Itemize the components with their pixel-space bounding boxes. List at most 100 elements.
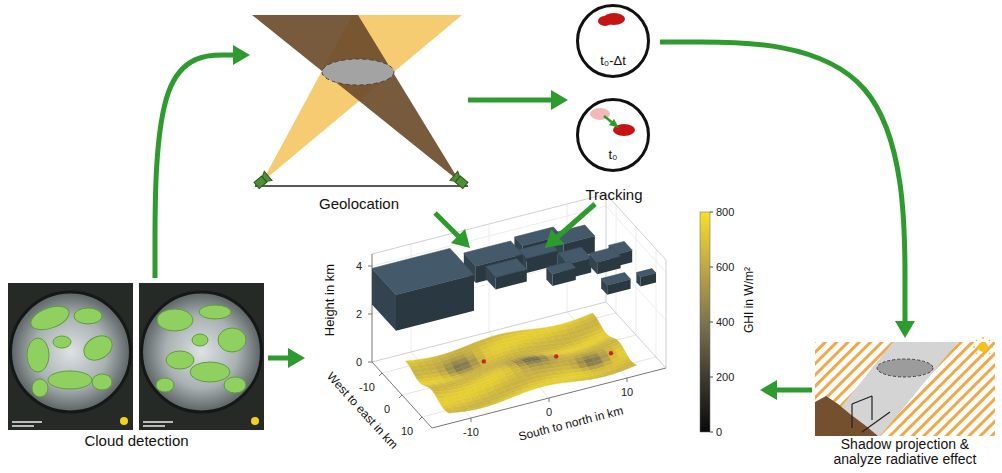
illustration-part bbox=[851, 404, 852, 428]
node-text: Cloud detection bbox=[84, 433, 188, 450]
cloud-face bbox=[486, 258, 527, 277]
axis-title: South to north in km bbox=[517, 404, 624, 443]
surface-cell bbox=[611, 370, 621, 374]
illustration-part bbox=[142, 292, 262, 412]
illustration-part bbox=[251, 417, 259, 425]
axis-tick-label: 10 bbox=[401, 425, 413, 437]
illustration-part bbox=[260, 171, 272, 183]
node-text: Geolocation bbox=[319, 196, 399, 213]
shadow-sketch bbox=[815, 337, 995, 436]
arrow-shaft bbox=[435, 213, 460, 238]
illustration-part bbox=[609, 119, 619, 128]
illustration-part bbox=[989, 340, 990, 341]
fisheye-image bbox=[8, 283, 133, 430]
illustration-part bbox=[871, 396, 872, 420]
illustration-part bbox=[877, 359, 933, 377]
step-panel: Trackingt₀-Δtt₀ bbox=[568, 2, 660, 204]
illustration-part bbox=[322, 59, 394, 85]
illustration-part bbox=[92, 374, 112, 390]
plot-grid-line bbox=[432, 368, 666, 428]
cloud-block bbox=[589, 247, 620, 274]
cloud-block bbox=[601, 273, 630, 295]
axis-tick-label: 4 bbox=[356, 260, 362, 272]
illustration-part bbox=[120, 417, 128, 425]
arrow-head bbox=[760, 380, 777, 400]
illustration-part bbox=[700, 212, 710, 432]
flow-arrow bbox=[268, 348, 305, 368]
cloud-face bbox=[558, 247, 591, 264]
arrow-shaft bbox=[155, 55, 236, 278]
cloud-block bbox=[486, 258, 527, 289]
tracking-circle: t₀ bbox=[576, 98, 650, 172]
surface-cell bbox=[603, 373, 613, 376]
illustration-part bbox=[218, 328, 246, 352]
cloud-3d-plot bbox=[368, 194, 666, 428]
illustration-part bbox=[32, 379, 48, 397]
plot-grid-line bbox=[666, 260, 667, 368]
arrow-head bbox=[288, 348, 305, 368]
illustration-part bbox=[862, 412, 890, 432]
axis-tick-label: 400 bbox=[716, 316, 734, 328]
surface-cell bbox=[627, 364, 637, 368]
node-text: t₀ bbox=[608, 148, 617, 162]
illustration-part bbox=[157, 309, 193, 331]
plot-grid bbox=[368, 194, 666, 428]
arrow-shaft bbox=[774, 388, 812, 393]
plot-grid-line bbox=[368, 362, 372, 363]
plot-grid-line bbox=[567, 312, 627, 378]
axis-title: Height in km bbox=[323, 264, 337, 336]
illustration-part bbox=[27, 302, 116, 397]
illustration-part bbox=[224, 377, 246, 393]
illustration-part bbox=[973, 337, 993, 357]
cloud-face bbox=[372, 248, 474, 294]
illustration-part bbox=[11, 292, 131, 412]
illustration-part bbox=[852, 396, 890, 432]
circle-outline bbox=[578, 6, 649, 77]
illustration-part bbox=[450, 171, 462, 183]
surface-cell bbox=[486, 403, 496, 407]
illustration-part bbox=[166, 351, 194, 369]
axis-tick-label: 200 bbox=[716, 371, 734, 383]
illustration-part bbox=[28, 302, 72, 334]
camera-marker bbox=[482, 359, 486, 363]
illustration-part bbox=[143, 425, 165, 427]
axis-tick-label: 0 bbox=[716, 426, 722, 438]
illustration-part bbox=[710, 322, 713, 323]
fisheye-image bbox=[139, 283, 264, 430]
illustration-part bbox=[976, 340, 977, 341]
surface-cell bbox=[525, 388, 535, 392]
plot-grid-line bbox=[419, 417, 422, 420]
surface-cell bbox=[619, 367, 629, 371]
illustration-part bbox=[973, 346, 975, 348]
illustration-part bbox=[156, 305, 246, 393]
irradiance-surface bbox=[405, 313, 636, 413]
arrow-head bbox=[233, 45, 250, 65]
plot-grid-line bbox=[399, 395, 402, 398]
plot-grid-line bbox=[368, 266, 372, 267]
cloud-face bbox=[636, 269, 656, 277]
surface-cell bbox=[494, 400, 504, 404]
plot-grid-line bbox=[411, 352, 471, 418]
surface-cell bbox=[510, 393, 520, 397]
illustration-part bbox=[199, 305, 231, 319]
illustration-part bbox=[450, 171, 469, 190]
cloud-block bbox=[546, 261, 575, 286]
flow-arrow bbox=[760, 380, 812, 400]
illustration-part bbox=[989, 353, 990, 354]
illustration-part bbox=[991, 346, 993, 348]
arrow-head bbox=[551, 90, 568, 110]
axis-tick-label: 0 bbox=[546, 406, 552, 418]
axis-tick-label: 10 bbox=[621, 386, 633, 398]
illustration-part bbox=[815, 342, 995, 436]
node-text: Shadow projection & analyze radiative ef… bbox=[823, 437, 987, 468]
illustration-part bbox=[192, 334, 208, 346]
camera-marker bbox=[554, 354, 558, 358]
illustration-part bbox=[190, 362, 230, 382]
axis-tick-label: 600 bbox=[716, 261, 734, 273]
axis-tick-label: -10 bbox=[359, 381, 375, 393]
plot-grid-line bbox=[627, 378, 628, 382]
